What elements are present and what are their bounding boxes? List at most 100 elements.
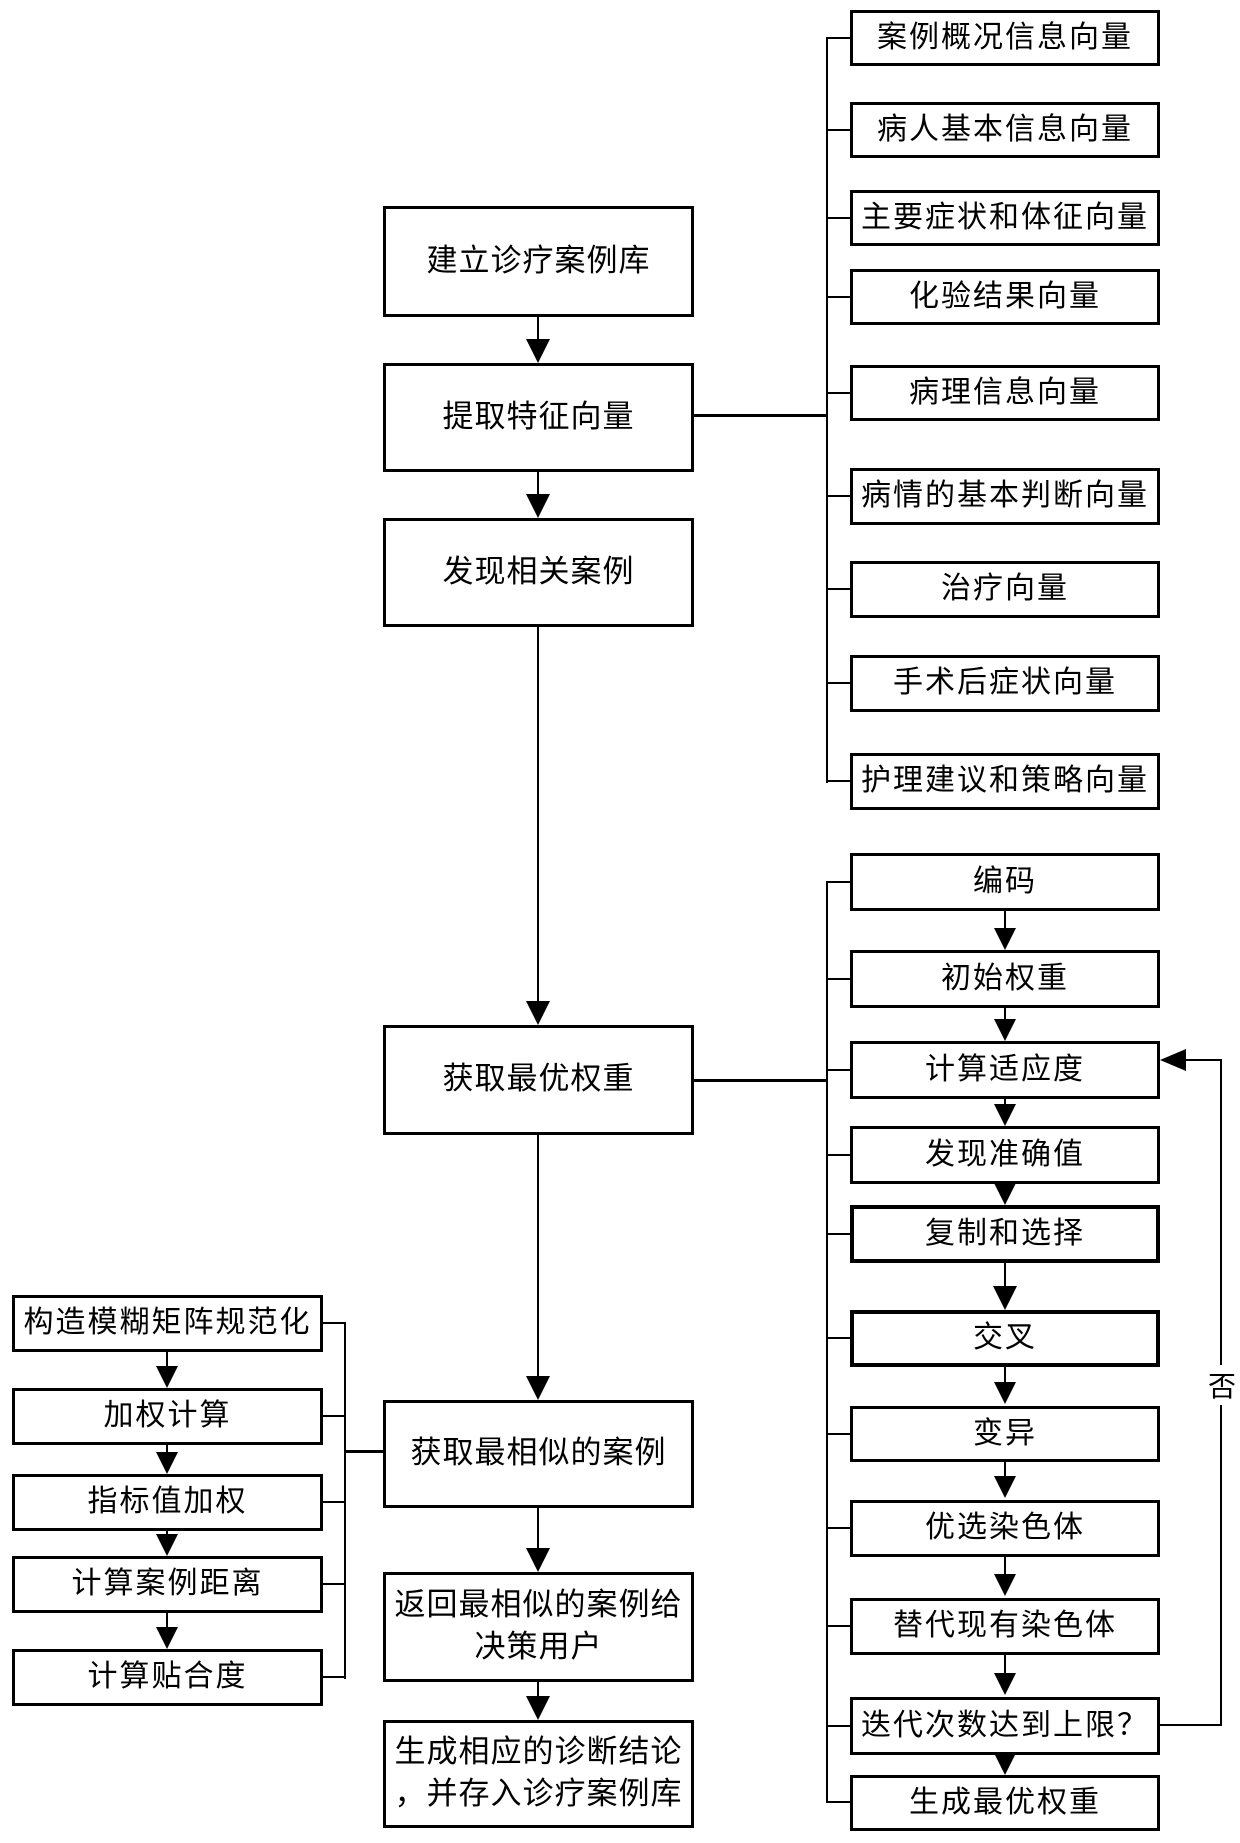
connector-sim-stub-2 [323,1415,346,1417]
node-ga-mutation: 变异 [850,1406,1160,1462]
node-post-surgery-symptoms-vector: 手术后症状向量 [850,655,1160,712]
arrow-left-icon [1160,1049,1186,1071]
arrow-down-icon [156,1627,178,1649]
node-find-related-cases: 发现相关案例 [383,518,694,627]
node-weighted-calculation: 加权计算 [12,1388,323,1445]
connector-ga-stub-2 [826,978,850,980]
arrow-down-icon [994,1476,1016,1498]
node-ga-initial-weights: 初始权重 [850,950,1160,1008]
node-ga-calc-fitness: 计算适应度 [850,1041,1160,1099]
connector-sim-stub-4 [323,1583,346,1585]
connector-main-2 [537,472,539,495]
node-generate-diagnosis-conclusion: 生成相应的诊断结论 ，并存入诊疗案例库 [383,1720,694,1828]
connector-sim-2 [166,1445,168,1453]
connector-ga-8 [1004,1557,1006,1575]
node-ga-select-optimal-chromosome: 优选染色体 [850,1500,1160,1557]
connector-ga-stub-10 [826,1725,850,1727]
connector-loop-out [1160,1724,1222,1726]
connector-vector-stub-1 [826,37,850,39]
connector-vector-stub-5 [826,392,850,394]
connector-sim-to-main [344,1450,383,1453]
arrow-down-icon [994,1183,1016,1205]
connector-ga-3 [1004,1099,1006,1105]
node-ga-find-accurate-value: 发现准确值 [850,1126,1160,1184]
connector-ga-trunk [826,881,828,1803]
node-ga-generate-optimal-weights: 生成最优权重 [850,1775,1160,1831]
node-condition-judgment-vector: 病情的基本判断向量 [850,468,1160,525]
connector-ga-stub-11 [826,1801,850,1803]
arrow-down-icon [156,1452,178,1474]
connector-sim-3 [166,1531,168,1535]
node-treatment-vector: 治疗向量 [850,561,1160,618]
arrow-down-icon [156,1534,178,1556]
node-pathology-info-vector: 病理信息向量 [850,365,1160,421]
connector-main-4 [537,1135,539,1377]
node-case-overview-info-vector: 案例概况信息向量 [850,10,1160,66]
node-ga-crossover: 交叉 [850,1310,1160,1367]
connector-ga-stub-5 [826,1233,850,1235]
connector-main-5 [537,1508,539,1549]
node-build-case-library: 建立诊疗案例库 [383,206,694,317]
node-ga-encoding: 编码 [850,853,1160,911]
connector-sim-1 [166,1352,168,1366]
node-ga-copy-and-select: 复制和选择 [850,1205,1160,1263]
connector-vector-stub-3 [826,217,850,219]
connector-main-1 [537,317,539,340]
connector-main-6 [537,1682,539,1697]
connector-sim-4 [166,1613,168,1627]
arrow-down-icon [526,1548,550,1572]
connector-ga-6 [1004,1367,1006,1383]
loop-no-label: 否 [1202,1365,1240,1405]
node-calc-case-distance: 计算案例距离 [12,1556,323,1613]
connector-ga-stub-1 [826,881,850,883]
connector-main-3 [537,627,539,1002]
connector-vector-stub-7 [826,588,850,590]
arrow-down-icon [526,1376,550,1400]
connector-extract-to-vectors [694,414,828,417]
connector-vector-stub-2 [826,129,850,131]
node-get-most-similar-case: 获取最相似的案例 [383,1400,694,1508]
node-nursing-advice-strategy-vector: 护理建议和策略向量 [850,753,1160,810]
node-lab-results-vector: 化验结果向量 [850,269,1160,325]
connector-ga-1 [1004,911,1006,929]
arrow-down-icon [994,1574,1016,1596]
connector-weights-to-ga [694,1079,828,1082]
arrow-down-icon [994,1382,1016,1404]
connector-ga-5 [1004,1263,1006,1287]
arrow-down-icon [993,1286,1017,1310]
arrow-down-icon [994,1104,1016,1126]
connector-ga-stub-7 [826,1433,850,1435]
node-extract-feature-vectors: 提取特征向量 [383,363,694,472]
arrow-down-icon [526,494,550,518]
connector-sim-stub-3 [323,1501,346,1503]
node-get-optimal-weights: 获取最优权重 [383,1025,694,1135]
node-fuzzy-matrix-normalization: 构造模糊矩阵规范化 [12,1295,323,1352]
node-ga-replace-chromosome: 替代现有染色体 [850,1598,1160,1655]
node-indicator-value-weighting: 指标值加权 [12,1474,323,1531]
node-calc-fit-degree: 计算贴合度 [12,1649,323,1706]
arrow-down-icon [994,1019,1016,1041]
arrow-down-icon [156,1366,178,1388]
node-ga-iteration-limit-check: 迭代次数达到上限？ [850,1697,1160,1755]
connector-ga-7 [1004,1462,1006,1477]
connector-sim-stub-1 [323,1322,346,1324]
node-patient-basic-info-vector: 病人基本信息向量 [850,102,1160,158]
connector-vector-stub-6 [826,495,850,497]
connector-sim-stub-5 [323,1676,346,1678]
arrow-down-icon [526,1001,550,1025]
connector-vector-stub-4 [826,296,850,298]
connector-ga-stub-6 [826,1337,850,1339]
connector-ga-stub-4 [826,1154,850,1156]
arrow-down-icon [994,1673,1016,1695]
connector-vector-trunk [826,37,828,783]
connector-ga-9 [1004,1655,1006,1674]
connector-ga-stub-3 [826,1069,850,1071]
connector-sim-trunk [344,1322,346,1679]
connector-ga-stub-8 [826,1527,850,1529]
arrow-down-icon [526,1696,550,1720]
connector-ga-stub-9 [826,1625,850,1627]
arrow-down-icon [526,339,550,363]
connector-loop-in [1186,1059,1222,1061]
arrow-down-icon [994,928,1016,950]
